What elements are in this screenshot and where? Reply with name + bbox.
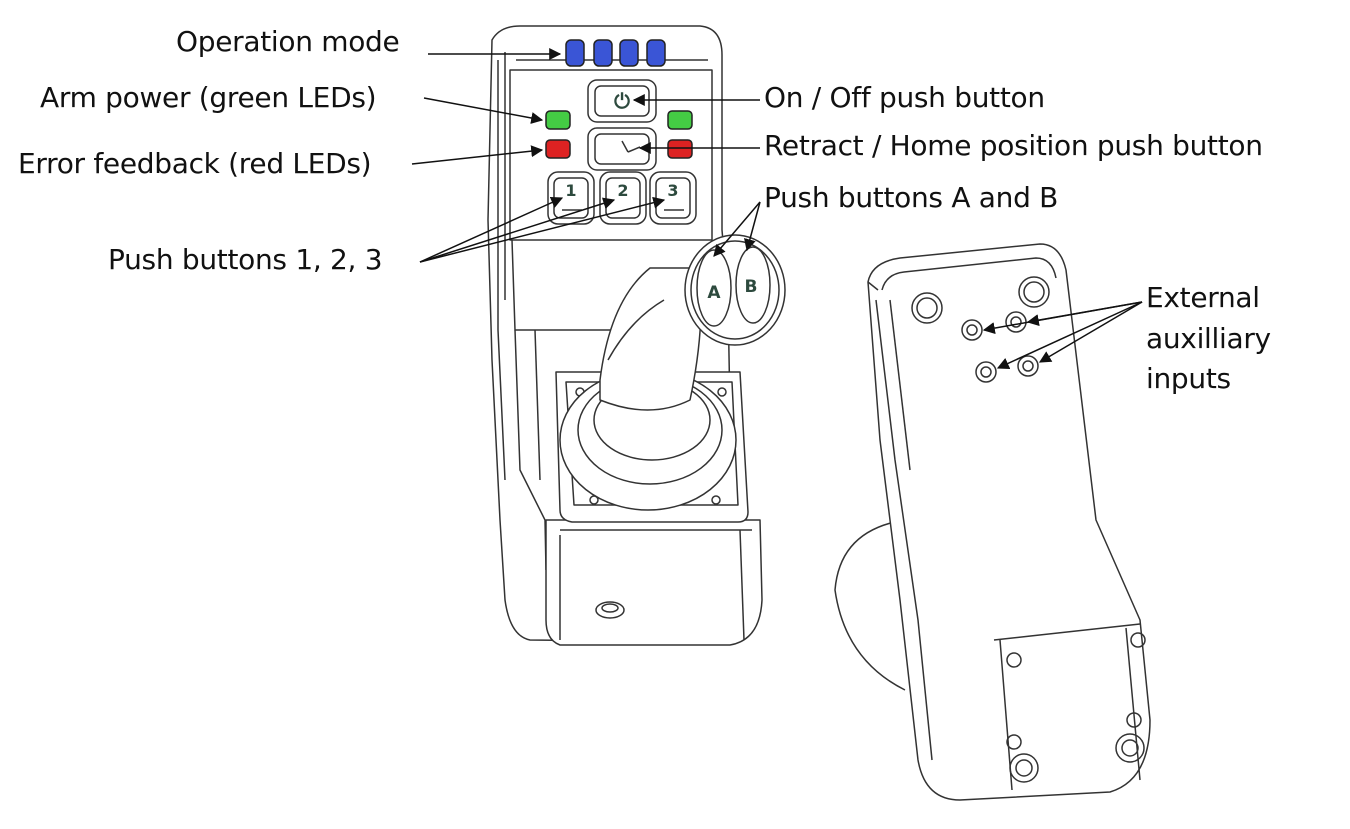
rear-joystick	[834, 243, 1151, 801]
push-buttons-1-arrow	[419, 196, 564, 263]
error-feedback-label: Error feedback (red LEDs)	[18, 147, 372, 180]
aux-arrow-3	[996, 301, 1143, 369]
error-led-left	[545, 139, 571, 159]
push-buttons-123-label: Push buttons 1, 2, 3	[108, 243, 383, 276]
push-button-b-arrow	[744, 201, 761, 252]
arm-power-led-left	[545, 110, 571, 130]
retract-home-label: Retract / Home position push button	[764, 129, 1263, 162]
button-a-label: A	[707, 283, 721, 303]
callout-lines	[411, 48, 1143, 369]
button-2-label: 2	[617, 181, 628, 200]
front-joystick	[487, 25, 786, 646]
aux-arrow-2	[1026, 301, 1143, 327]
operation-mode-leds	[565, 39, 666, 67]
push-buttons-ab-label: Push buttons A and B	[764, 181, 1059, 214]
external-inputs-label: External auxilliary inputs	[1146, 278, 1271, 400]
error-leds	[545, 139, 693, 159]
arm-power-leds	[545, 110, 693, 130]
arm-power-led-right	[667, 110, 693, 130]
button-b-label: B	[745, 277, 758, 297]
external-inputs-line-1: External	[1146, 281, 1260, 314]
external-inputs-line-3: inputs	[1146, 362, 1231, 396]
push-buttons-3-arrow	[419, 196, 666, 263]
aux-input-4	[1017, 355, 1039, 377]
button-1-label: 1	[565, 181, 576, 200]
error-feedback-arrow	[411, 145, 544, 165]
external-inputs-line-2: auxilliary	[1146, 321, 1271, 355]
operation-mode-led-3	[619, 39, 639, 67]
button-3-label: 3	[667, 181, 678, 200]
power-icon: ⏻	[614, 89, 630, 113]
arm-power-label: Arm power (green LEDs)	[40, 81, 377, 114]
error-led-right	[667, 139, 693, 159]
operation-mode-led-2	[593, 39, 613, 67]
aux-input-1	[961, 319, 983, 341]
push-button-a-arrow	[713, 201, 761, 257]
arm-power-arrow	[423, 97, 544, 124]
aux-arrow-4	[1038, 301, 1143, 363]
push-buttons-2-arrow	[419, 197, 616, 263]
on-off-label: On / Off push button	[764, 81, 1045, 114]
operation-mode-led-4	[646, 39, 666, 67]
operation-mode-label: Operation mode	[176, 25, 400, 58]
operation-mode-led-1	[565, 39, 585, 67]
aux-input-3	[975, 361, 997, 383]
